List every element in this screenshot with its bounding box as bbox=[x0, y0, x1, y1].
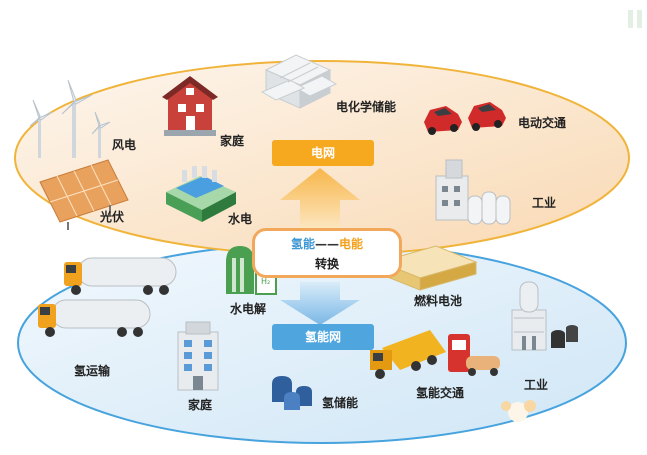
label-hydropower: 水电 bbox=[228, 212, 253, 226]
down-arrow-icon bbox=[280, 282, 360, 325]
svg-text:H₂: H₂ bbox=[261, 277, 270, 286]
converter-electric-text: 电能 bbox=[339, 237, 364, 251]
label-hydrogen-storage: 氢储能 bbox=[322, 396, 359, 410]
label-battery-storage: 电化学储能 bbox=[336, 100, 397, 114]
hydrogen-tanker-icon bbox=[38, 257, 177, 337]
label-hydrogen-traffic: 氢能交通 bbox=[416, 386, 465, 400]
label-industry-power: 工业 bbox=[532, 196, 557, 210]
label-industry-hydrogen: 工业 bbox=[524, 378, 549, 392]
hydrogen-storage-icon bbox=[272, 376, 312, 410]
watermark-logo bbox=[501, 400, 536, 422]
wind-turbine-icon bbox=[29, 79, 111, 158]
label-fuel-cell: 燃料电池 bbox=[414, 294, 463, 308]
label-hydrogen-transport: 氢运输 bbox=[74, 364, 111, 378]
converter-dash: —— bbox=[315, 237, 339, 251]
up-arrow-icon bbox=[280, 168, 360, 230]
label-home-hydrogen: 家庭 bbox=[188, 398, 213, 412]
energy-converter-box: 氢能——电能 转换 bbox=[252, 228, 402, 278]
apartment-building-icon bbox=[177, 321, 219, 391]
refinery-icon bbox=[511, 281, 578, 351]
house-icon bbox=[162, 76, 218, 136]
label-home-power: 家庭 bbox=[220, 134, 245, 148]
corner-deco bbox=[628, 10, 633, 28]
electric-car-icon bbox=[424, 102, 506, 135]
hydro-plant-icon bbox=[166, 166, 236, 222]
solar-panel-icon bbox=[39, 159, 129, 230]
converter-hydrogen-text: 氢能 bbox=[290, 237, 315, 251]
hydrogen-pump-icon bbox=[448, 334, 500, 376]
power-grid-badge: 电网 bbox=[272, 140, 374, 166]
label-electric-transport: 电动交通 bbox=[518, 116, 567, 130]
converter-action-text: 转换 bbox=[314, 257, 339, 271]
battery-storage-icon bbox=[260, 54, 338, 109]
converter-title: 氢能——电能 bbox=[255, 235, 399, 252]
factory-icon bbox=[435, 159, 511, 225]
hydrogen-grid-badge: 氢能网 bbox=[272, 324, 374, 350]
label-electrolysis: 水电解 bbox=[230, 302, 267, 316]
label-wind-power: 风电 bbox=[112, 138, 137, 152]
hydrogen-truck-icon bbox=[370, 330, 446, 379]
label-solar: 光伏 bbox=[100, 210, 125, 224]
